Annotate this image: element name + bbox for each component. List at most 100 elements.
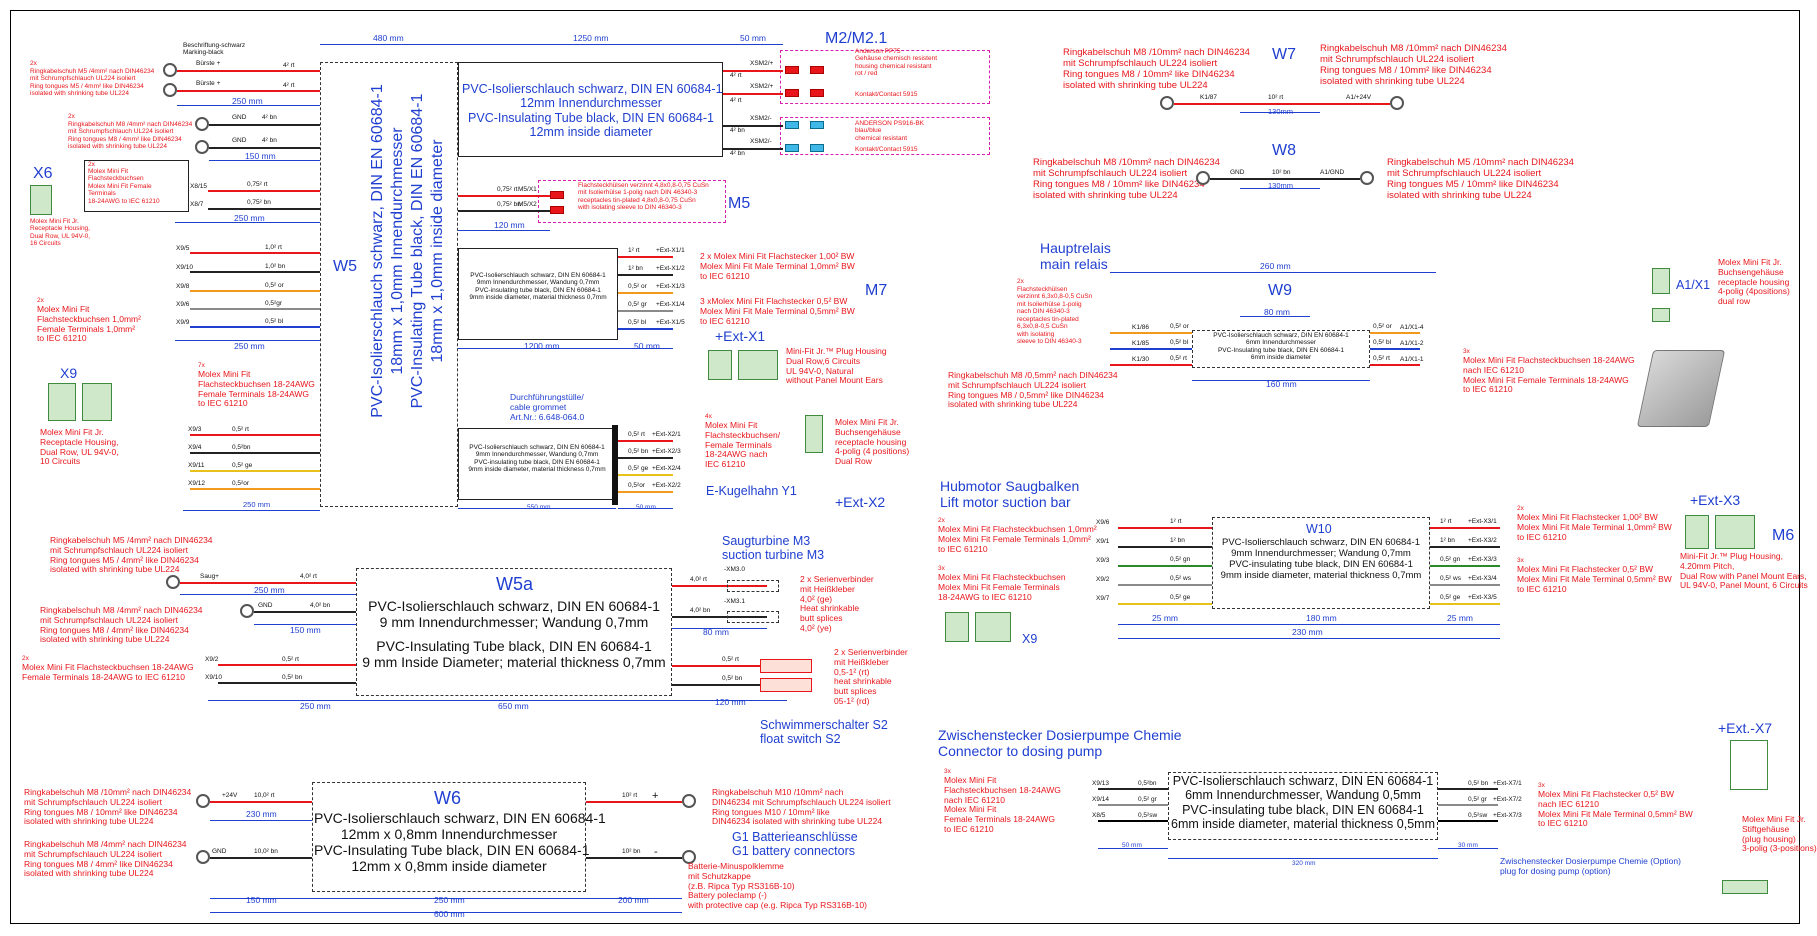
w5-tube [320, 62, 458, 507]
w5a-dim-3: 80 mm [703, 627, 729, 637]
w9-count: 2x [1017, 278, 1024, 285]
w7-wire: 10² rt [1268, 94, 1284, 101]
w9-rwire-1: 0,5² or [1373, 323, 1392, 330]
w10-rwire-1: 1² rt [1440, 518, 1452, 525]
y1-wire-3: 0,5² ge [628, 465, 649, 472]
x9-count: 7x [198, 362, 205, 369]
wire [723, 93, 783, 95]
m2-wire-1: 4² rt [730, 72, 742, 79]
x9-dim: 250 mm [243, 500, 271, 509]
m7-pin-5: +Ext-X1/5 [656, 319, 685, 326]
w5a-saug: Saug+ [200, 573, 219, 580]
ring-tongue-icon [682, 794, 696, 808]
wire [1210, 178, 1360, 180]
sheet-frame [10, 10, 1800, 924]
w10-wire-3: 0,5² gn [1170, 556, 1191, 563]
w7-name: W7 [1272, 46, 1296, 63]
y1-pin-2: +Ext-X2/3 [652, 448, 681, 455]
lt-gnd-2: GND [232, 137, 247, 144]
w10-pin-2: +Ext-X3/2 [1468, 537, 1497, 544]
y1-pin-4: +Ext-X2/2 [652, 482, 681, 489]
y1-grommet: Durchführungstülle/ cable grommet Art.Nr… [510, 392, 585, 422]
w5a-name: W5a [496, 574, 534, 594]
w5a-gnd: GND [258, 602, 273, 609]
lt-wire-brush: 4² rt [283, 62, 295, 69]
ring-tongue-icon [163, 83, 177, 97]
x6-housing-text: Molex Mini Fit Jr. Receptacle Housing, D… [30, 218, 91, 248]
w7-left: Ringkabelschuh M8 /10mm² nach DIN46234 m… [1063, 47, 1250, 91]
x7-housing-text: Molex Mini Fit Jr. Stiftgehäuse (plug ho… [1742, 814, 1817, 854]
x9b-count: 2x [37, 297, 44, 304]
y1-pin-3: +Ext-X2/4 [652, 465, 681, 472]
wire [210, 801, 312, 803]
m7-pin-4: +Ext-X1/4 [656, 301, 685, 308]
m2-pin-1: XSM2/+ [750, 60, 774, 67]
wire [586, 857, 682, 859]
w9-molex: Molex Mini Fit Flachsteckbuchsen 18-24AW… [1463, 355, 1635, 395]
x9-wire-3: 0,5² ge [232, 462, 253, 469]
x7-row-3: X8/5 [1092, 812, 1106, 819]
m7-wire-5: 0,5² bl [628, 319, 647, 326]
m2-pin-3: XSM2/- [750, 115, 772, 122]
x9-wire-4: 0,5²or [232, 480, 249, 487]
dim-line [1118, 624, 1212, 625]
m7-housing-icon [708, 350, 732, 380]
w5a-rwire-2: 0,5² bn [282, 674, 303, 681]
w10-ext: +Ext-X3 [1690, 492, 1741, 508]
w5a-s2-text: 2 x Serienverbinder mit Heißkleber 0,5-1… [834, 647, 908, 706]
m2-contact1: Kontakt/Contact 5915 [855, 91, 918, 98]
m2-pin-4: XSM2/- [750, 138, 772, 145]
dim-line [458, 348, 618, 349]
w9-name: W9 [1268, 282, 1292, 299]
y1-dim-2: 50 mm [636, 504, 656, 511]
dim-line [320, 44, 458, 45]
wire [458, 195, 550, 197]
w10-pin-3: +Ext-X3/3 [1468, 556, 1497, 563]
wire [1370, 364, 1420, 366]
w6-plus: + [652, 790, 659, 802]
w5a-tube [356, 568, 672, 696]
wire [190, 290, 320, 292]
w10-tube-text: PVC-Isolierschlauch schwarz, DIN EN 6068… [1220, 537, 1422, 581]
w10-dim-3: 25 mm [1447, 613, 1473, 623]
w10-x9: X9 [1022, 632, 1038, 646]
ring-tongue-icon [1160, 96, 1174, 110]
wire [208, 190, 320, 192]
dim-line [672, 700, 787, 701]
x6-count: 2x [88, 161, 95, 168]
w9-dim-2: 80 mm [1264, 307, 1290, 317]
w8-left: Ringkabelschuh M8 /10mm² nach DIN46234 m… [1033, 157, 1220, 201]
dim-line [1110, 272, 1436, 273]
y1-dim-1: 550 mm [527, 504, 551, 511]
w5-dim-1250: 1250 mm [573, 33, 609, 43]
wire [1098, 820, 1168, 822]
m7-c2: 3 xMolex Mini Fit Flachstecker 0,5² BW M… [700, 296, 855, 326]
x7-rc: Molex Mini Fit Flachstecker 0,5² BW nach… [1538, 789, 1693, 829]
m5-label: M5 [728, 195, 751, 212]
x7-dim-1: 50 mm [1122, 842, 1142, 849]
y1-wire-1: 0,5² rt [628, 431, 645, 438]
w9-housing-text: Molex Mini Fit Jr. Buchsengehäuse recept… [1718, 257, 1790, 307]
wire [1370, 348, 1420, 350]
dim-line [1430, 624, 1500, 625]
w6-dim-1: 230 mm [246, 809, 277, 819]
dim-line [723, 44, 783, 45]
wire [190, 308, 320, 310]
x9b-dim: 250 mm [234, 341, 265, 351]
wire [1430, 603, 1500, 605]
w10-wire-2: 1² bn [1170, 537, 1185, 544]
wire [1438, 788, 1498, 790]
w5a-wire-saug: 4,0² rt [300, 573, 317, 580]
wire [1098, 788, 1168, 790]
w5a-dim-1: 250 mm [254, 585, 285, 595]
w10-count3: 3x [938, 565, 945, 572]
x9-label: X9 [60, 365, 78, 381]
lt-brush-1: Bürste + [196, 60, 221, 67]
m5-box [538, 180, 726, 223]
wire [190, 252, 320, 254]
m7-dim-2: 50 mm [634, 341, 660, 351]
m5-text: Flachsteckhülsen verzinnt 4,8x0,8-0,75 C… [578, 182, 709, 212]
x9b-wire-3: 0,5² or [265, 282, 284, 289]
w6-tube [312, 782, 586, 892]
wire [1118, 565, 1212, 567]
